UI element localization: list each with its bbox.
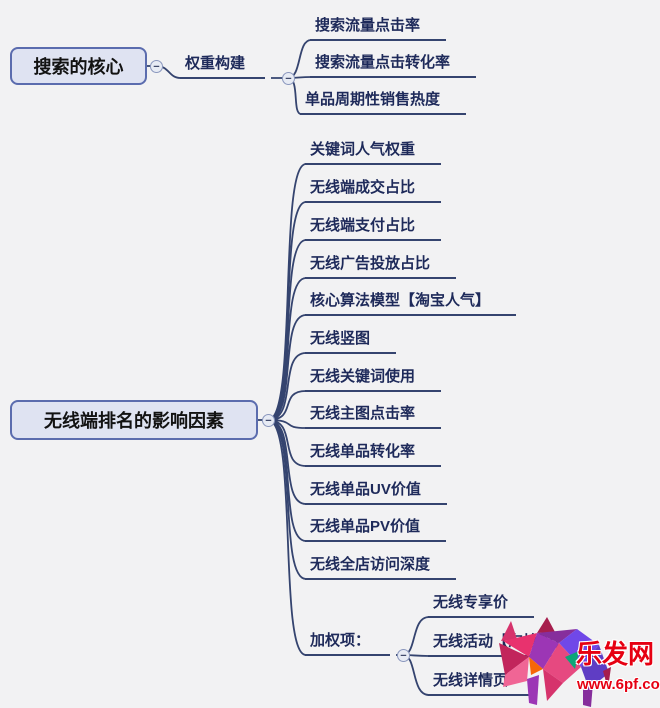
topic-search-traffic-ctr[interactable]: 搜索流量点击率: [310, 14, 447, 41]
collapse-button-search-core[interactable]: −: [150, 60, 163, 73]
topic-wireless-store-visit-depth[interactable]: 无线全店访问深度: [305, 553, 457, 580]
watermark-site-name: 乐发网: [576, 639, 655, 669]
topic-wireless-exclusive-price[interactable]: 无线专享价: [428, 591, 535, 618]
topic-wireless-item-uv-value[interactable]: 无线单品UV价值: [305, 478, 447, 505]
root-topic-search-core[interactable]: 搜索的核心: [10, 47, 147, 85]
topic-core-algorithm-model[interactable]: 核心算法模型【淘宝人气】: [305, 289, 517, 316]
topic-wireless-deal-share[interactable]: 无线端成交占比: [305, 176, 442, 203]
topic-wireless-item-pv-value[interactable]: 无线单品PV价值: [305, 515, 447, 542]
topic-keyword-popularity-weight[interactable]: 关键词人气权重: [305, 138, 442, 165]
topic-wireless-payment-share[interactable]: 无线端支付占比: [305, 214, 442, 241]
topic-wireless-item-conversion[interactable]: 无线单品转化率: [305, 440, 442, 467]
topic-wireless-ad-share[interactable]: 无线广告投放占比: [305, 252, 457, 279]
collapse-button-weighted-items[interactable]: −: [397, 649, 410, 662]
bull-logo-icon: [499, 617, 611, 707]
collapse-button-wireless-ranking[interactable]: −: [262, 414, 275, 427]
topic-wireless-main-image-ctr[interactable]: 无线主图点击率: [305, 402, 442, 429]
topic-wireless-detail-page[interactable]: 无线详情页: [428, 669, 535, 696]
topic-search-traffic-click-conversion[interactable]: 搜索流量点击转化率: [310, 51, 477, 78]
topic-wireless-vertical-image[interactable]: 无线竖图: [305, 327, 397, 354]
topic-weight-construction[interactable]: 权重构建: [180, 52, 266, 79]
watermark-site-url: www.6pf.com: [577, 676, 660, 693]
root-topic-wireless-ranking-factors[interactable]: 无线端排名的影响因素: [10, 400, 258, 440]
topic-item-periodic-sales-heat[interactable]: 单品周期性销售热度: [300, 88, 467, 115]
topic-wireless-keyword-usage[interactable]: 无线关键词使用: [305, 365, 442, 392]
topic-weighted-items[interactable]: 加权项：: [305, 629, 391, 656]
collapse-button-weight-construction[interactable]: −: [282, 72, 295, 85]
